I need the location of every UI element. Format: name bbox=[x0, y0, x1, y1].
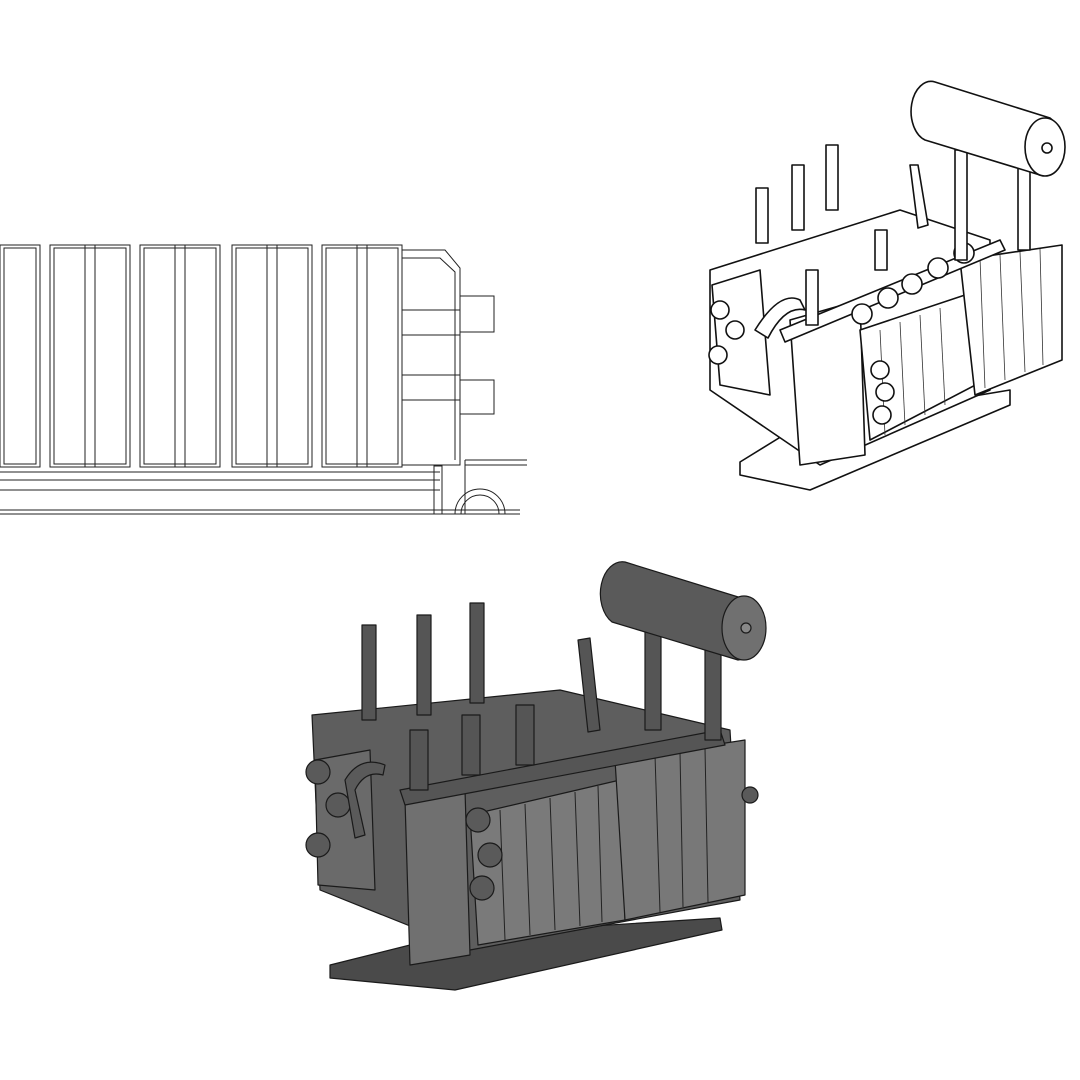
valves bbox=[305, 759, 759, 901]
pipe bbox=[754, 297, 806, 339]
conservator bbox=[599, 561, 767, 741]
pipe bbox=[344, 761, 386, 839]
top-busbar bbox=[399, 729, 726, 806]
shaded-isometric-view bbox=[305, 561, 767, 991]
radiators-right bbox=[469, 739, 746, 946]
base-rails bbox=[0, 459, 527, 515]
wireframe-side-view bbox=[0, 244, 527, 515]
tank-end bbox=[401, 249, 495, 466]
radiator-fins bbox=[0, 244, 403, 468]
bushings bbox=[361, 602, 601, 791]
lineart-isometric-view bbox=[708, 80, 1066, 491]
conservator bbox=[910, 80, 1066, 261]
radiators-right bbox=[859, 244, 1063, 441]
radiators-left bbox=[314, 749, 471, 966]
bushings bbox=[755, 144, 929, 326]
